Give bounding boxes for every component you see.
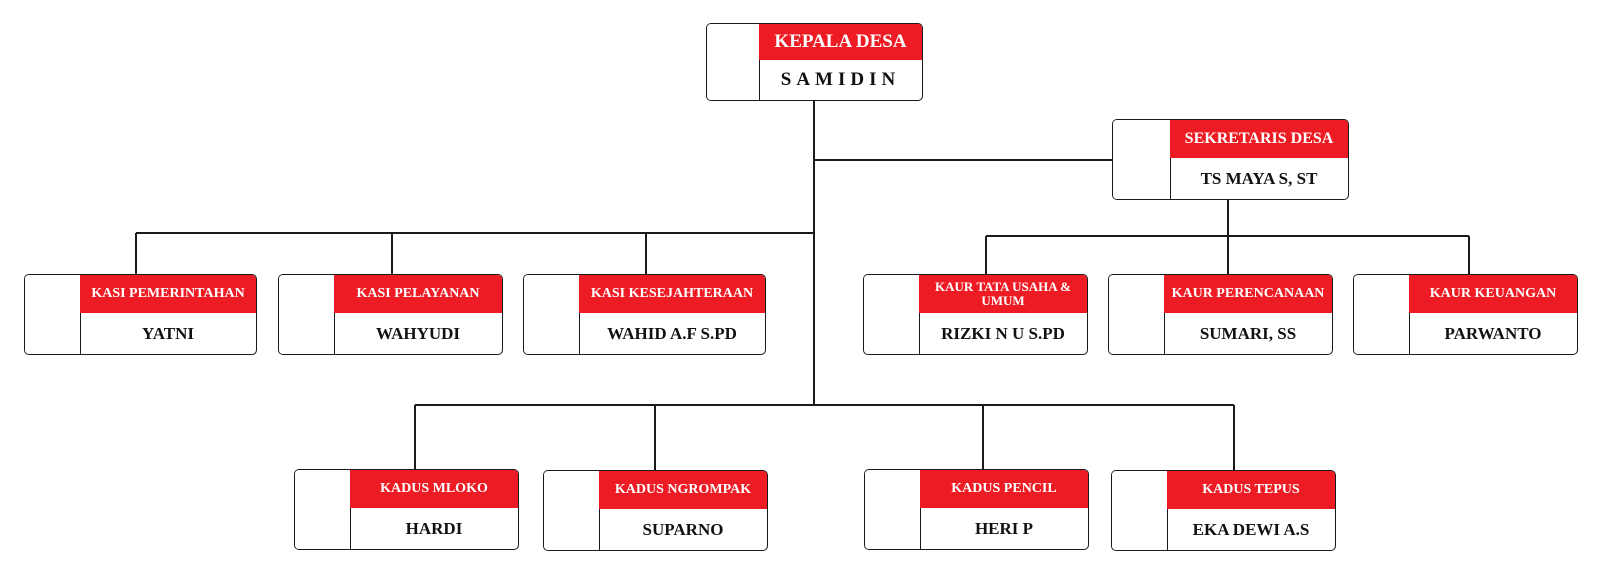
photo-placeholder [279,275,335,354]
person-name: SUPARNO [642,519,724,539]
kepala-desa-box: KEPALA DESA SAMIDIN [706,23,923,101]
photo-placeholder [865,470,921,549]
photo-placeholder [1354,275,1410,354]
person-name: TS MAYA S, ST [1200,168,1318,188]
photo-placeholder [295,470,351,549]
person-name: YATNI [142,323,194,343]
position-title: KAUR KEUANGAN [1409,275,1577,313]
kasi-pelayanan-box: KASI PELAYANAN WAHYUDI [278,274,503,355]
person-name: EKA DEWI A.S [1192,519,1310,539]
photo-placeholder [1113,120,1171,199]
person-name: PARWANTO [1444,323,1542,343]
kadus-ngrompak-box: KADUS NGROMPAK SUPARNO [543,470,768,551]
person-name: HARDI [405,518,463,538]
kadus-pencil-box: KADUS PENCIL HERI P [864,469,1089,550]
photo-placeholder [25,275,81,354]
person-name: SAMIDIN [780,69,901,90]
position-title: SEKRETARIS DESA [1170,120,1348,158]
person-name: SUMARI, SS [1199,323,1297,343]
kaur-tata-usaha-box: KAUR TATA USAHA & UMUM RIZKI N U S.PD [863,274,1088,355]
kasi-pemerintahan-box: KASI PEMERINTAHAN YATNI [24,274,257,355]
photo-placeholder [864,275,920,354]
position-title: KADUS PENCIL [920,470,1088,508]
photo-placeholder [544,471,600,550]
position-title: KAUR PERENCANAAN [1164,275,1332,313]
kasi-kesejahteraan-box: KASI KESEJAHTERAAN WAHID A.F S.PD [523,274,766,355]
photo-placeholder [707,24,760,100]
person-name: WAHID A.F S.PD [607,323,737,343]
position-title: KADUS NGROMPAK [599,471,767,509]
photo-placeholder [1109,275,1165,354]
photo-placeholder [1112,471,1168,550]
sekretaris-desa-box: SEKRETARIS DESA TS MAYA S, ST [1112,119,1349,200]
kaur-keuangan-box: KAUR KEUANGAN PARWANTO [1353,274,1578,355]
photo-placeholder [524,275,580,354]
position-title: KASI PELAYANAN [334,275,502,313]
kadus-tepus-box: KADUS TEPUS EKA DEWI A.S [1111,470,1336,551]
person-name: HERI P [974,518,1034,538]
position-title: KADUS TEPUS [1167,471,1335,509]
position-title: KEPALA DESA [759,24,922,60]
kaur-perencanaan-box: KAUR PERENCANAAN SUMARI, SS [1108,274,1333,355]
kadus-mloko-box: KADUS MLOKO HARDI [294,469,519,550]
position-title: KAUR TATA USAHA & UMUM [919,275,1087,313]
position-title: KADUS MLOKO [350,470,518,508]
person-name: RIZKI N U S.PD [941,323,1065,343]
position-title: KASI PEMERINTAHAN [80,275,256,313]
person-name: WAHYUDI [375,323,461,343]
position-title: KASI KESEJAHTERAAN [579,275,765,313]
